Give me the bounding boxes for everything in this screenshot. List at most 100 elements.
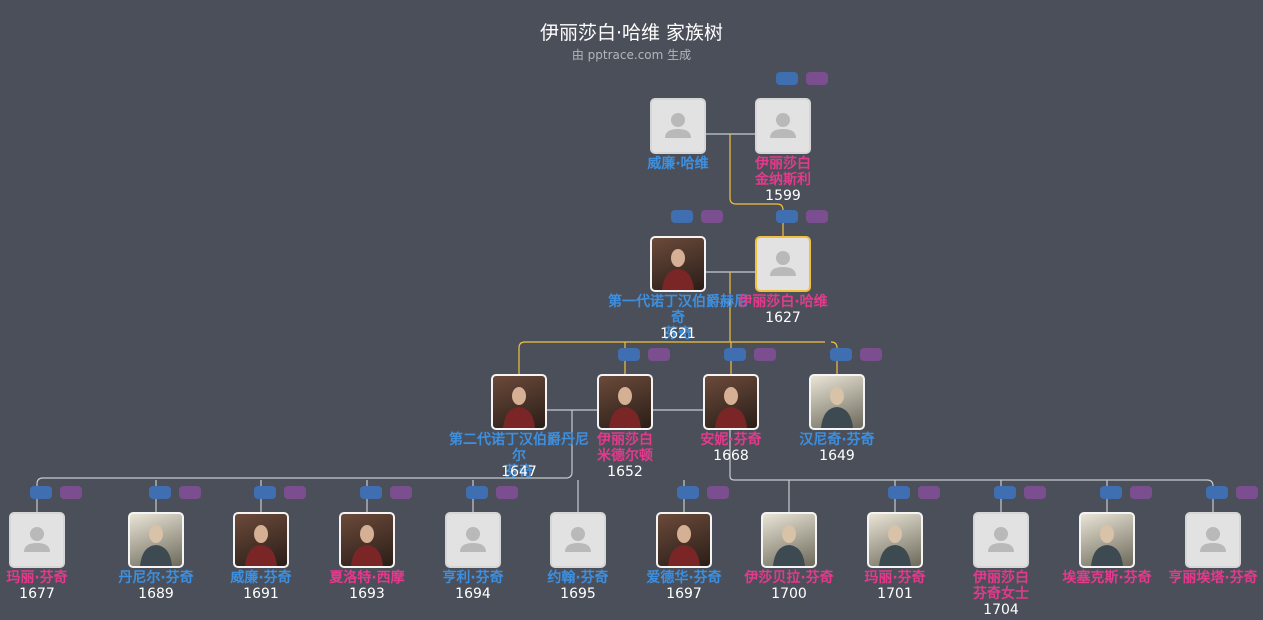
parent-child-line xyxy=(830,341,838,374)
expand-father-button[interactable] xyxy=(360,486,382,499)
person-photo[interactable] xyxy=(445,512,501,568)
expand-father-button[interactable] xyxy=(618,348,640,361)
expand-mother-button[interactable] xyxy=(860,348,882,361)
person-card-william-harvey[interactable]: 威廉·哈维 xyxy=(613,98,743,172)
expand-father-button[interactable] xyxy=(888,486,910,499)
expand-mother-button[interactable] xyxy=(60,486,82,499)
expand-father-button[interactable] xyxy=(776,210,798,223)
person-card-henrietta-finch[interactable]: 亨丽埃塔·芬奇 xyxy=(1148,486,1263,586)
expand-mother-button[interactable] xyxy=(648,348,670,361)
person-photo[interactable] xyxy=(973,512,1029,568)
person-photo[interactable] xyxy=(867,512,923,568)
person-name[interactable]: 玛丽·芬奇 xyxy=(0,570,112,586)
expand-mother-button[interactable] xyxy=(754,348,776,361)
expand-controls xyxy=(254,486,314,500)
expand-father-button[interactable] xyxy=(724,348,746,361)
person-birth-year: 1700 xyxy=(771,586,807,602)
person-photo[interactable] xyxy=(650,98,706,154)
expand-father-button[interactable] xyxy=(1206,486,1228,499)
person-photo[interactable] xyxy=(9,512,65,568)
expand-mother-button[interactable] xyxy=(179,486,201,499)
portrait-photo-icon xyxy=(668,525,700,566)
person-photo[interactable] xyxy=(656,512,712,568)
expand-father-button[interactable] xyxy=(994,486,1016,499)
person-name[interactable]: 约翰·芬奇 xyxy=(503,570,653,586)
person-name[interactable]: 亨利·芬奇 xyxy=(398,570,548,586)
person-photo[interactable] xyxy=(550,512,606,568)
expand-father-button[interactable] xyxy=(776,72,798,85)
person-photo[interactable] xyxy=(755,98,811,154)
person-name[interactable]: 亨丽埃塔·芬奇 xyxy=(1138,570,1263,586)
expand-mother-button[interactable] xyxy=(806,210,828,223)
person-name[interactable]: 埃塞克斯·芬奇 xyxy=(1032,570,1182,586)
person-name[interactable]: 伊丽莎白米德尔顿 xyxy=(550,432,700,464)
person-photo[interactable] xyxy=(339,512,395,568)
person-photo[interactable] xyxy=(809,374,865,430)
expand-mother-button[interactable] xyxy=(496,486,518,499)
person-photo[interactable] xyxy=(650,236,706,292)
expand-mother-button[interactable] xyxy=(918,486,940,499)
person-photo[interactable] xyxy=(128,512,184,568)
person-name[interactable]: 威廉·哈维 xyxy=(603,156,753,172)
person-card-essex-finch[interactable]: 埃塞克斯·芬奇 xyxy=(1042,486,1172,586)
expand-mother-button[interactable] xyxy=(1024,486,1046,499)
expand-father-button[interactable] xyxy=(254,486,276,499)
expand-mother-button[interactable] xyxy=(707,486,729,499)
person-photo[interactable] xyxy=(761,512,817,568)
person-name[interactable]: 汉尼奇·芬奇 xyxy=(762,432,912,448)
expand-father-button[interactable] xyxy=(30,486,52,499)
person-photo[interactable] xyxy=(233,512,289,568)
expand-father-button[interactable] xyxy=(677,486,699,499)
expand-mother-button[interactable] xyxy=(390,486,412,499)
person-name[interactable]: 夏洛特·西摩 xyxy=(292,570,442,586)
person-photo[interactable] xyxy=(755,236,811,292)
person-name[interactable]: 威廉·芬奇 xyxy=(186,570,336,586)
person-name[interactable]: 伊丽莎白·哈维 xyxy=(708,294,858,310)
person-name[interactable]: 伊丽莎白金纳斯利 xyxy=(708,156,858,188)
expand-father-button[interactable] xyxy=(149,486,171,499)
person-name-line: 埃塞克斯·芬奇 xyxy=(1062,570,1152,586)
person-name[interactable]: 安妮·芬奇 xyxy=(656,432,806,448)
person-name[interactable]: 第二代诺丁汉伯爵丹尼尔芬奇 xyxy=(444,432,594,480)
person-name-line: 芬奇女士 xyxy=(973,586,1029,602)
person-birth-year: 1697 xyxy=(666,586,702,602)
expand-father-button[interactable] xyxy=(1100,486,1122,499)
person-photo[interactable] xyxy=(703,374,759,430)
expand-mother-button[interactable] xyxy=(1236,486,1258,499)
person-photo[interactable] xyxy=(1185,512,1241,568)
expand-father-button[interactable] xyxy=(466,486,488,499)
person-name[interactable]: 玛丽·芬奇 xyxy=(820,570,970,586)
portrait-photo-icon xyxy=(503,387,535,428)
person-name[interactable]: 伊丽莎白芬奇女士 xyxy=(926,570,1076,602)
person-name[interactable]: 伊莎贝拉·芬奇 xyxy=(714,570,864,586)
expand-mother-button[interactable] xyxy=(701,210,723,223)
person-name[interactable]: 第一代诺丁汉伯爵赫尼奇芬奇 xyxy=(603,294,753,342)
person-photo[interactable] xyxy=(491,374,547,430)
person-name[interactable]: 爱德华·芬奇 xyxy=(609,570,759,586)
expand-mother-button[interactable] xyxy=(284,486,306,499)
expand-mother-button[interactable] xyxy=(1130,486,1152,499)
expand-father-button[interactable] xyxy=(830,348,852,361)
expand-mother-button[interactable] xyxy=(806,72,828,85)
person-photo[interactable] xyxy=(597,374,653,430)
person-photo[interactable] xyxy=(1079,512,1135,568)
person-name[interactable]: 丹尼尔·芬奇 xyxy=(81,570,231,586)
expand-father-button[interactable] xyxy=(671,210,693,223)
